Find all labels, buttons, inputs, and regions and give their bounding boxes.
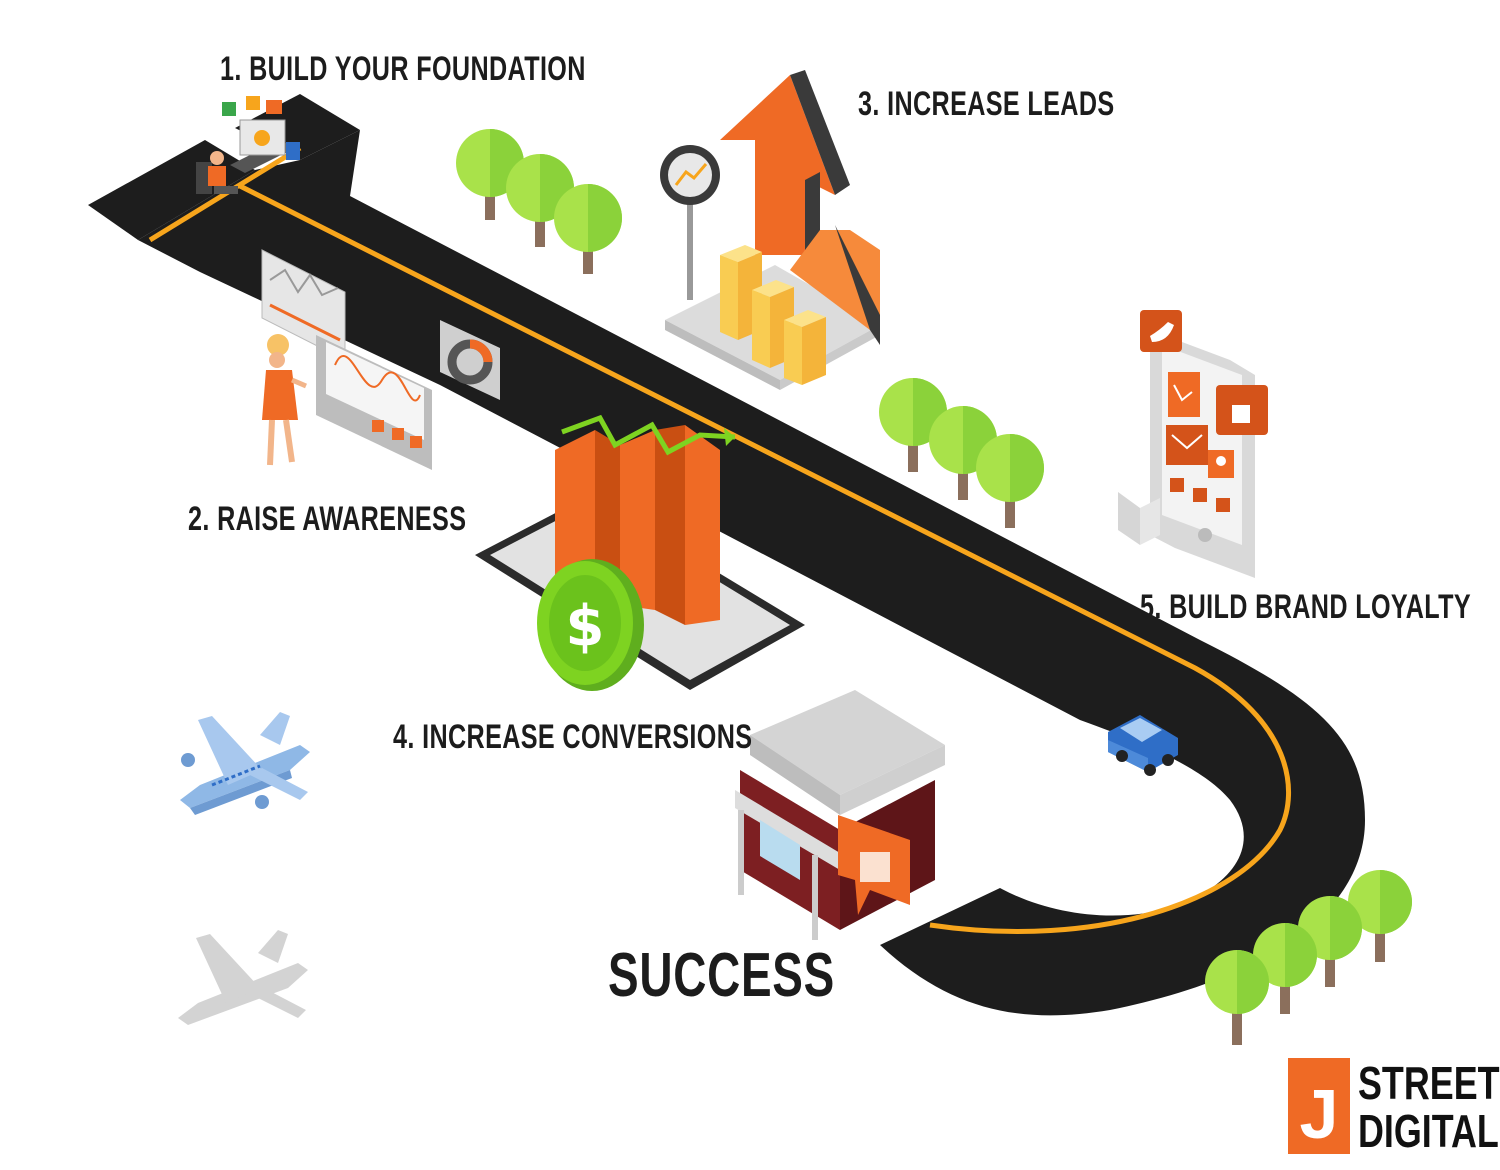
presentation-boards bbox=[261, 249, 500, 470]
trees bbox=[456, 129, 1412, 1045]
step-label-increase-leads: 3. INCREASE LEADS bbox=[858, 85, 1115, 123]
logo-word-digital: DIGITAL bbox=[1358, 1105, 1499, 1157]
step-label-raise-awareness: 2. RAISE AWARENESS bbox=[188, 500, 467, 538]
goal-label-success: SUCCESS bbox=[608, 941, 835, 1010]
j-street-digital-logo: J STREET DIGITAL bbox=[1288, 1058, 1500, 1154]
tree bbox=[976, 434, 1044, 528]
dollar-icon: $ bbox=[566, 594, 605, 659]
airplane-shadow-icon bbox=[178, 930, 308, 1025]
airplane-icon bbox=[180, 712, 310, 815]
tree bbox=[1205, 950, 1269, 1045]
woman-presenter-icon bbox=[262, 334, 307, 466]
road bbox=[88, 94, 1365, 1016]
logo-word-street: STREET bbox=[1358, 1057, 1500, 1109]
leads-growth-icon bbox=[660, 70, 880, 390]
tree bbox=[554, 184, 622, 274]
logo-letter: J bbox=[1288, 1058, 1350, 1154]
step-label-increase-conversions: 4. INCREASE CONVERSIONS bbox=[393, 718, 753, 756]
tree bbox=[879, 378, 947, 472]
brand-loyalty-icon bbox=[1118, 310, 1268, 578]
car-icon bbox=[1108, 715, 1178, 776]
conversions-icon: $ bbox=[475, 414, 805, 691]
person-at-computer-icon bbox=[196, 96, 300, 194]
tree bbox=[1348, 870, 1412, 962]
step-label-build-brand-loyalty: 5. BUILD BRAND LOYALTY bbox=[1140, 588, 1472, 626]
success-shop-icon bbox=[735, 690, 945, 940]
chart-icon bbox=[1168, 372, 1200, 417]
tree bbox=[1253, 923, 1317, 1014]
email-icon bbox=[1166, 425, 1208, 465]
step-label-build-foundation: 1. BUILD YOUR FOUNDATION bbox=[220, 50, 586, 88]
